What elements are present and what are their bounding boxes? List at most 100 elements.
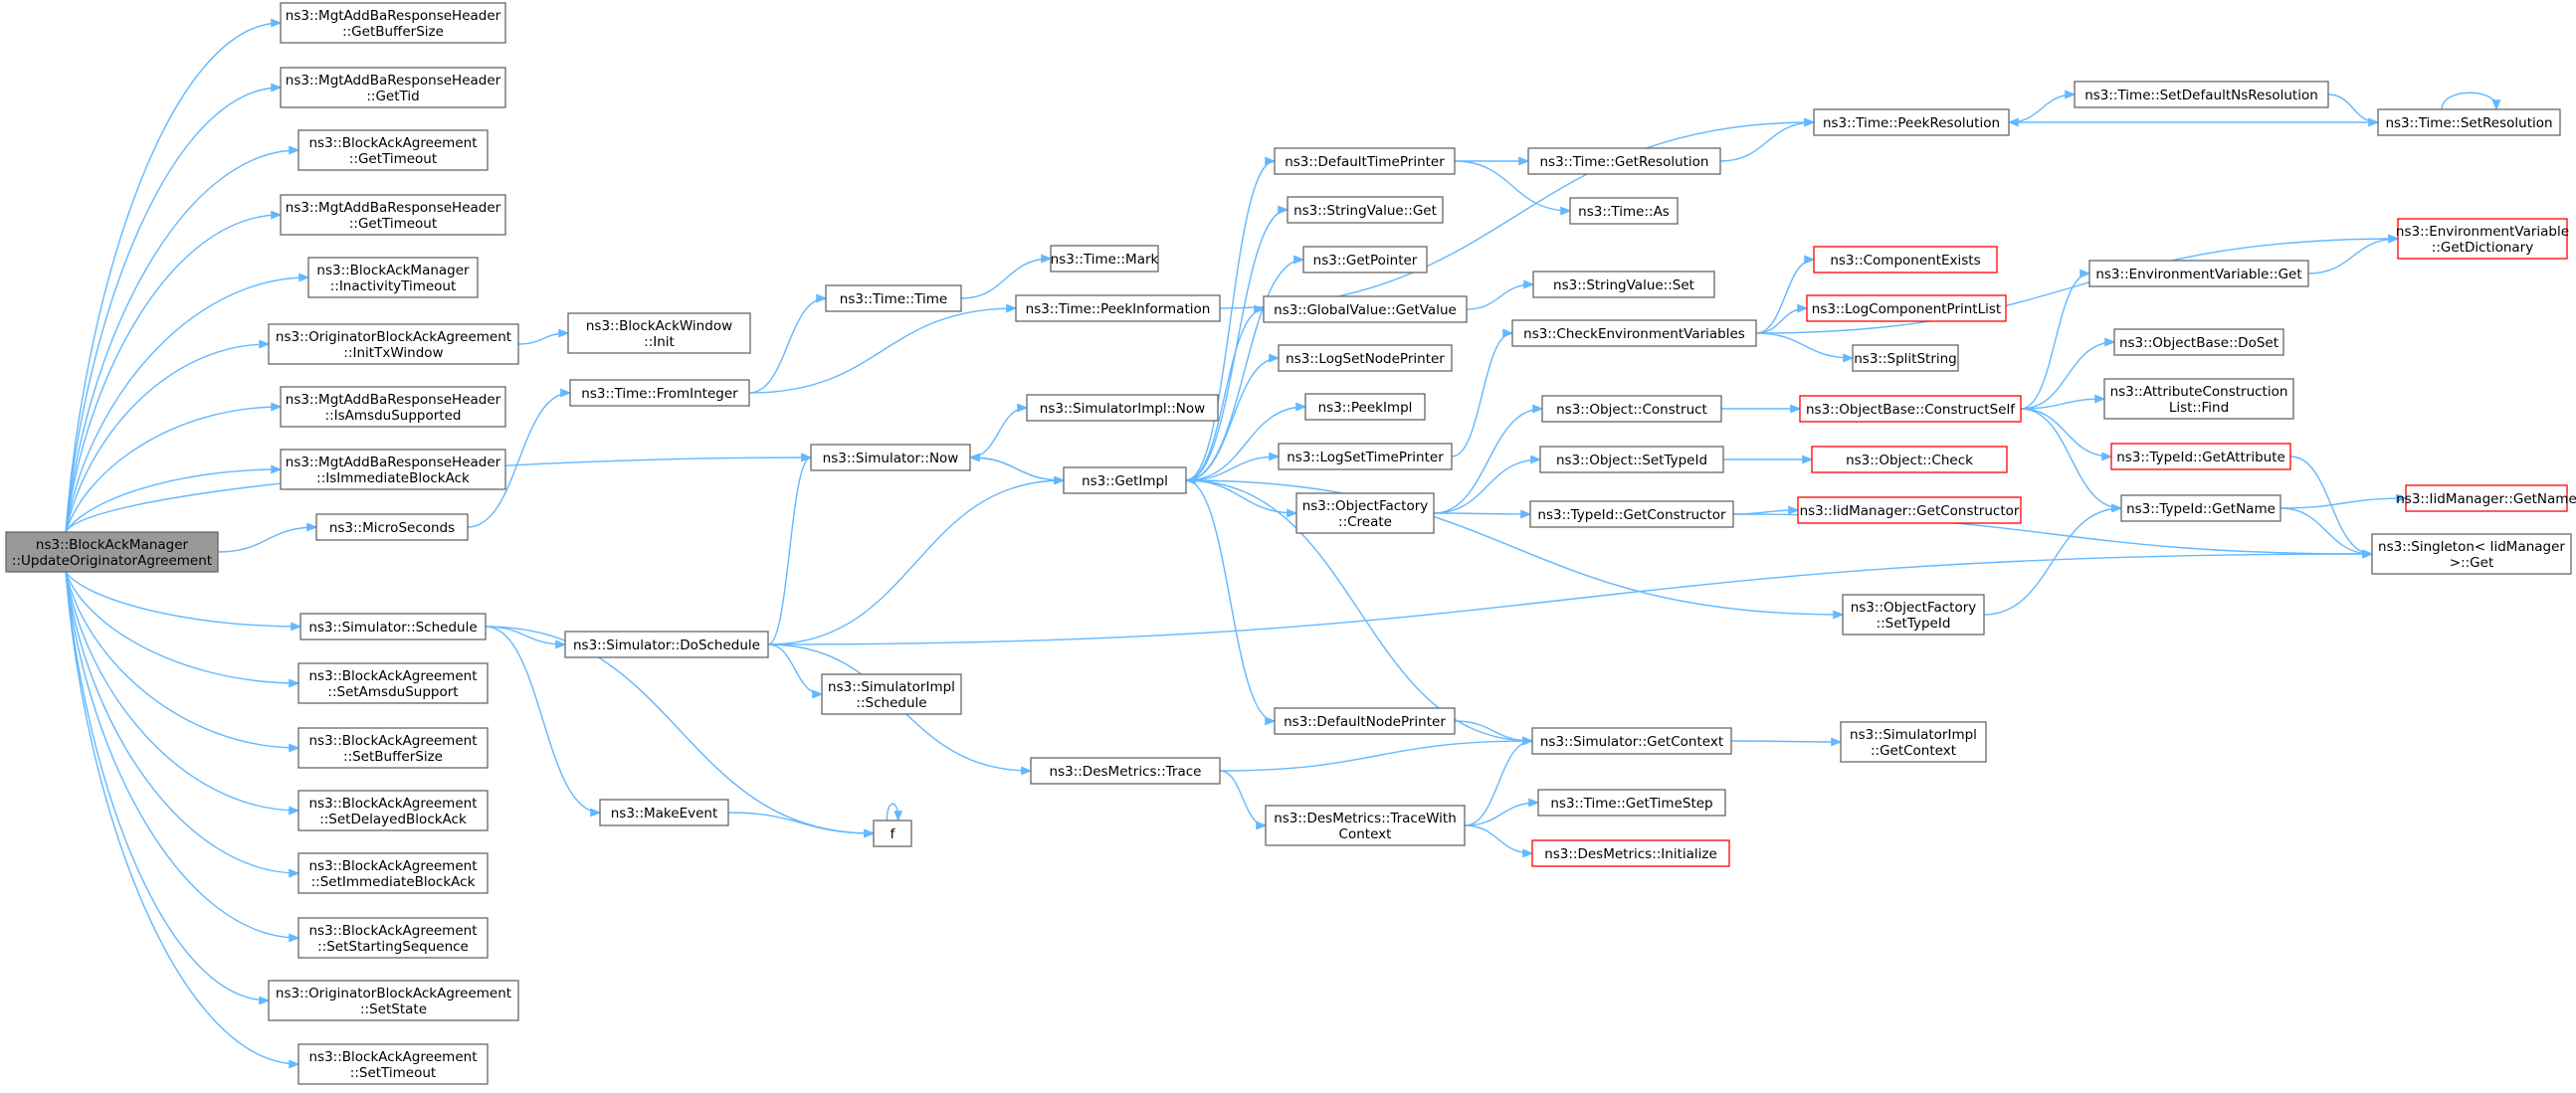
node-micro[interactable]: ns3::MicroSeconds xyxy=(315,513,469,541)
edge-line xyxy=(767,643,823,695)
edge-line xyxy=(2020,408,2122,509)
node-r-bufsize[interactable]: ns3::MgtAddBaResponseHeader::GetBufferSi… xyxy=(280,2,506,44)
node-oba-setstate[interactable]: ns3::OriginatorBlockAckAgreement::SetSta… xyxy=(268,980,519,1021)
node-simimpl-sched[interactable]: ns3::SimulatorImpl::Schedule xyxy=(821,673,962,715)
node-objfact-settypeid[interactable]: ns3::ObjectFactory::SetTypeId xyxy=(1842,594,1985,636)
node-typeid-getname[interactable]: ns3::TypeId::GetName xyxy=(2120,494,2281,522)
edge-envvar-get-to-envvar-getdict xyxy=(2307,234,2400,274)
node-root[interactable]: ns3::BlockAckManager::UpdateOriginatorAg… xyxy=(5,531,219,573)
node-makeevent[interactable]: ns3::MakeEvent xyxy=(599,799,729,826)
node-desm-trace[interactable]: ns3::DesMetrics::Trace xyxy=(1030,757,1221,785)
node-objbase-doset[interactable]: ns3::ObjectBase::DoSet xyxy=(2113,328,2284,356)
node-typeid-getattr[interactable]: ns3::TypeId::GetAttribute xyxy=(2110,443,2291,470)
node-r-imm[interactable]: ns3::MgtAddBaResponseHeader::IsImmediate… xyxy=(280,449,506,490)
node-splitstring[interactable]: ns3::SplitString xyxy=(1852,344,1959,372)
node-label: ns3::Time::GetTimeStep xyxy=(1550,796,1712,812)
node-label: ns3::LogSetNodePrinter xyxy=(1286,351,1445,367)
node-r-tid[interactable]: ns3::MgtAddBaResponseHeader::GetTid xyxy=(280,67,506,108)
edge-line xyxy=(65,571,301,628)
node-compexists[interactable]: ns3::ComponentExists xyxy=(1813,246,1998,273)
node-dosched[interactable]: ns3::Simulator::DoSchedule xyxy=(564,631,769,658)
node-iid-getctor[interactable]: ns3::IidManager::GetConstructor xyxy=(1797,496,2022,524)
node-r-amsdu[interactable]: ns3::MgtAddBaResponseHeader::IsAmsduSupp… xyxy=(280,386,506,428)
edge-desm-tracewith-to-time-getstep xyxy=(1464,798,1540,826)
node-baa-setstart[interactable]: ns3::BlockAckAgreement::SetStartingSeque… xyxy=(297,917,489,959)
node-box xyxy=(569,379,750,407)
node-time-getstep[interactable]: ns3::Time::GetTimeStep xyxy=(1537,789,1726,817)
node-r-gettimeout[interactable]: ns3::MgtAddBaResponseHeader::GetTimeout xyxy=(280,194,506,236)
node-oba-inittx[interactable]: ns3::OriginatorBlockAckAgreement::InitTx… xyxy=(268,323,519,365)
node-baa-settimeout[interactable]: ns3::BlockAckAgreement::SetTimeout xyxy=(297,1043,489,1085)
node-label: ns3::Simulator::Schedule xyxy=(308,620,477,636)
edge-sim-getctx-to-simimpl-getctx xyxy=(1730,737,1843,747)
node-defnodeprinter[interactable]: ns3::DefaultNodePrinter xyxy=(1274,707,1456,735)
edge-arrowhead xyxy=(298,273,310,282)
node-typeid-getctor[interactable]: ns3::TypeId::GetConstructor xyxy=(1529,500,1734,528)
node-simimpl-getctx[interactable]: ns3::SimulatorImpl::GetContext xyxy=(1840,721,1987,763)
node-simimpl-now[interactable]: ns3::SimulatorImpl::Now xyxy=(1026,394,1219,422)
edge-root-to-baa-setamsdu xyxy=(65,571,300,688)
edge-arrowhead xyxy=(1269,452,1281,461)
node-objbase-cs[interactable]: ns3::ObjectBase::ConstructSelf xyxy=(1799,395,2022,423)
node-gv-getvalue[interactable]: ns3::GlobalValue::GetValue xyxy=(1263,295,1468,323)
node-baa-setamsdu[interactable]: ns3::BlockAckAgreement::SetAmsduSupport xyxy=(297,662,489,704)
node-peekinfo[interactable]: ns3::Time::PeekInformation xyxy=(1015,294,1221,322)
node-time-time[interactable]: ns3::Time::Time xyxy=(825,284,962,312)
edge-root-to-r-gettimeout xyxy=(65,210,283,533)
node-envvar-get[interactable]: ns3::EnvironmentVariable::Get xyxy=(2088,260,2309,287)
node-label: ns3::GlobalValue::GetValue xyxy=(1274,302,1457,318)
edge-setres-to-peekres xyxy=(2007,117,2378,127)
edge-root-to-baa-setimm xyxy=(65,571,300,878)
node-setdefnsres[interactable]: ns3::Time::SetDefaultNsResolution xyxy=(2074,81,2329,108)
node-label: ns3::Object::Construct xyxy=(1556,402,1707,418)
node-time-as[interactable]: ns3::Time::As xyxy=(1569,197,1679,225)
node-baa-setbuf[interactable]: ns3::BlockAckAgreement::SetBufferSize xyxy=(297,727,489,769)
node-bam-inact[interactable]: ns3::BlockAckManager::InactivityTimeout xyxy=(307,257,479,298)
node-logsetnode[interactable]: ns3::LogSetNodePrinter xyxy=(1278,344,1453,372)
node-getpointer[interactable]: ns3::GetPointer xyxy=(1302,246,1428,273)
node-getimpl[interactable]: ns3::GetImpl xyxy=(1063,466,1187,494)
node-peekimpl[interactable]: ns3::PeekImpl xyxy=(1304,393,1426,421)
node-baa-setdelay[interactable]: ns3::BlockAckAgreement::SetDelayedBlockA… xyxy=(297,790,489,831)
node-box xyxy=(315,513,469,541)
node-time-getres[interactable]: ns3::Time::GetResolution xyxy=(1527,147,1721,175)
node-desm-init[interactable]: ns3::DesMetrics::Initialize xyxy=(1531,839,1730,867)
edge-line xyxy=(960,258,1052,299)
node-singleton-get[interactable]: ns3::Singleton< IidManager>::Get xyxy=(2371,533,2572,575)
node-baa-gettimeout[interactable]: ns3::BlockAckAgreement::GetTimeout xyxy=(297,129,489,171)
node-strval-get[interactable]: ns3::StringValue::Get xyxy=(1287,196,1444,224)
node-peekres[interactable]: ns3::Time::PeekResolution xyxy=(1813,108,2010,136)
node-fromint[interactable]: ns3::Time::FromInteger xyxy=(569,379,750,407)
node-checkenv[interactable]: ns3::CheckEnvironmentVariables xyxy=(1511,319,1757,347)
edge-line xyxy=(1451,332,1513,457)
node-sim-sched[interactable]: ns3::Simulator::Schedule xyxy=(299,613,487,640)
node-logcompprint[interactable]: ns3::LogComponentPrintList xyxy=(1806,294,2007,322)
node-obj-settypeid[interactable]: ns3::Object::SetTypeId xyxy=(1539,446,1724,473)
node-label: ns3::ObjectFactory xyxy=(1302,498,1429,514)
node-label: ns3::DesMetrics::Initialize xyxy=(1544,846,1717,862)
edge-typeid-getname-to-singleton-get xyxy=(2279,507,2374,559)
edge-dosched-to-sim-now xyxy=(767,453,813,645)
node-obj-construct[interactable]: ns3::Object::Construct xyxy=(1541,395,1722,423)
node-deftimeprinter[interactable]: ns3::DefaultTimePrinter xyxy=(1274,147,1456,175)
node-label: ns3::BlockAckWindow xyxy=(586,318,732,334)
node-sim-now[interactable]: ns3::Simulator::Now xyxy=(810,444,971,471)
node-setres[interactable]: ns3::Time::SetResolution xyxy=(2377,108,2561,136)
node-time-mark[interactable]: ns3::Time::Mark xyxy=(1050,245,1159,273)
node-label: ns3::Time::GetResolution xyxy=(1539,154,1708,170)
node-sim-getctx[interactable]: ns3::Simulator::GetContext xyxy=(1531,727,1732,755)
node-logsettime[interactable]: ns3::LogSetTimePrinter xyxy=(1278,443,1453,470)
node-envvar-getdict[interactable]: ns3::EnvironmentVariable::GetDictionary xyxy=(2396,218,2569,260)
node-iid-getname[interactable]: ns3::IidManager::GetName xyxy=(2396,484,2576,512)
node-obj-check[interactable]: ns3::Object::Check xyxy=(1811,446,2008,473)
node-label: ns3::StringValue::Set xyxy=(1553,277,1694,293)
node-baw-init[interactable]: ns3::BlockAckWindow::Init xyxy=(567,312,751,354)
edge-arrowhead xyxy=(2388,234,2400,244)
node-strval-set[interactable]: ns3::StringValue::Set xyxy=(1532,271,1715,298)
node-objfact-create[interactable]: ns3::ObjectFactory::Create xyxy=(1295,492,1435,534)
node-baa-setimm[interactable]: ns3::BlockAckAgreement::SetImmediateBloc… xyxy=(297,852,489,894)
node-f[interactable]: f xyxy=(873,820,912,847)
edge-root-to-r-tid xyxy=(65,83,283,533)
